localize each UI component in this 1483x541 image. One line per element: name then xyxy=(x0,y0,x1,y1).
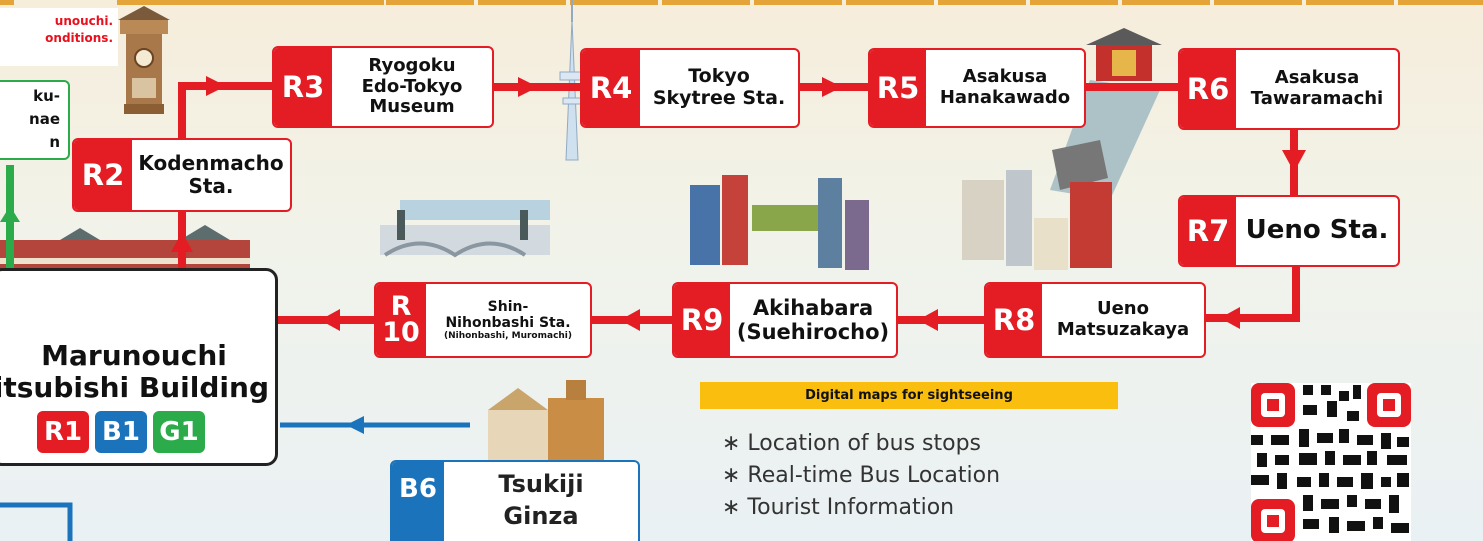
stop-r9-code: R9 xyxy=(674,284,730,356)
digital-maps-heading: Digital maps for sightseeing xyxy=(700,382,1118,409)
stop-g2-line3: n xyxy=(49,133,60,151)
chip-g1: G1 xyxy=(153,411,205,453)
stop-r3[interactable]: R3 Ryogoku Edo-Tokyo Museum xyxy=(272,46,494,128)
stop-r7-line1: Ueno Sta. xyxy=(1245,215,1389,246)
stop-r9[interactable]: R9 Akihabara (Suehirocho) xyxy=(672,282,898,358)
notice-line-2: onditions. xyxy=(45,31,113,45)
stop-r5-code: R5 xyxy=(870,50,926,126)
digital-maps-list: ∗ Location of bus stops ∗ Real-time Bus … xyxy=(722,428,1000,524)
asakusa-gate-illustration xyxy=(1050,28,1162,200)
stop-r6-line1: Asakusa xyxy=(1274,67,1360,89)
nihonbashi-bridge-illustration xyxy=(380,200,550,258)
stop-r2-line1: Kodenmacho xyxy=(138,151,284,175)
service-notice: unouchi. onditions. xyxy=(0,8,118,66)
stop-r10-code-bottom: 10 xyxy=(382,317,420,348)
stop-r3-line3: Museum xyxy=(369,96,455,118)
stop-r2[interactable]: R2 Kodenmacho Sta. xyxy=(72,138,292,212)
stop-r10-line2: Nihonbashi Sta. xyxy=(445,314,571,331)
stop-r8[interactable]: R8 Ueno Matsuzakaya xyxy=(984,282,1206,358)
notice-line-1: unouchi. xyxy=(54,14,113,28)
stop-r7-code: R7 xyxy=(1180,197,1236,265)
stop-main-marunouchi[interactable]: Marunouchi itsubishi Building R1 B1 G1 xyxy=(0,268,278,466)
stop-r8-code: R8 xyxy=(986,284,1042,356)
stop-r2-code: R2 xyxy=(74,140,132,210)
stop-b6-line1: Tsukiji xyxy=(498,470,584,498)
stop-b6-code: B6 xyxy=(392,462,444,541)
stop-r6[interactable]: R6 Asakusa Tawaramachi xyxy=(1178,48,1400,130)
stop-r9-line1: Akihabara xyxy=(752,295,874,320)
qr-code[interactable] xyxy=(1243,381,1413,541)
stop-r4[interactable]: R4 Tokyo Skytree Sta. xyxy=(580,48,800,128)
stop-r6-code: R6 xyxy=(1180,50,1236,128)
stop-r3-line2: Edo-Tokyo xyxy=(361,75,463,97)
stop-g2[interactable]: ku- nae n xyxy=(0,80,70,160)
main-stop-line1: Marunouchi xyxy=(41,339,227,372)
stop-r10-line1: Shin- xyxy=(487,298,529,315)
stop-r6-line2: Tawaramachi xyxy=(1250,88,1384,109)
clock-tower-illustration xyxy=(118,6,170,114)
stop-r5[interactable]: R5 Asakusa Hanakawado xyxy=(868,48,1086,128)
ginza-illustration xyxy=(488,380,604,462)
stop-r7[interactable]: R7 Ueno Sta. xyxy=(1178,195,1400,267)
stop-r3-line1: Ryogoku xyxy=(368,54,456,76)
stop-r5-line2: Hanakawado xyxy=(939,87,1071,108)
stop-r8-line1: Ueno xyxy=(1096,298,1149,320)
stop-r8-line2: Matsuzakaya xyxy=(1056,319,1190,340)
stop-b6[interactable]: B6 Tsukiji Ginza xyxy=(390,460,640,541)
top-tab-strip xyxy=(0,0,1483,5)
digital-item-tourist: ∗ Tourist Information xyxy=(722,495,955,520)
stop-r4-code: R4 xyxy=(582,50,640,126)
chip-b1: B1 xyxy=(95,411,147,453)
stop-r3-code: R3 xyxy=(274,48,332,126)
stop-g2-line2: nae xyxy=(29,110,60,128)
stop-r10-code-top: R xyxy=(390,291,412,322)
stop-g2-line1: ku- xyxy=(33,87,60,105)
stop-r5-line1: Asakusa xyxy=(962,66,1048,88)
ueno-street-illustration xyxy=(962,170,1112,270)
stop-r10-line3: (Nihonbashi, Muromachi) xyxy=(443,330,573,341)
stop-r10[interactable]: R 10 Shin- Nihonbashi Sta. (Nihonbashi, … xyxy=(374,282,592,358)
digital-item-bus-stops: ∗ Location of bus stops xyxy=(722,431,982,456)
stop-r4-line1: Tokyo xyxy=(688,65,750,88)
chip-r1: R1 xyxy=(37,411,89,453)
stop-r10-code: R 10 xyxy=(376,284,426,356)
stop-b6-line2: Ginza xyxy=(503,502,579,530)
stop-r2-line2: Sta. xyxy=(188,174,234,198)
main-stop-line2: itsubishi Building xyxy=(0,371,269,404)
stop-r4-line2: Skytree Sta. xyxy=(652,87,786,109)
stop-r9-line2: (Suehirocho) xyxy=(736,320,890,344)
digital-item-realtime: ∗ Real-time Bus Location xyxy=(722,463,1001,488)
akihabara-illustration xyxy=(690,175,869,270)
